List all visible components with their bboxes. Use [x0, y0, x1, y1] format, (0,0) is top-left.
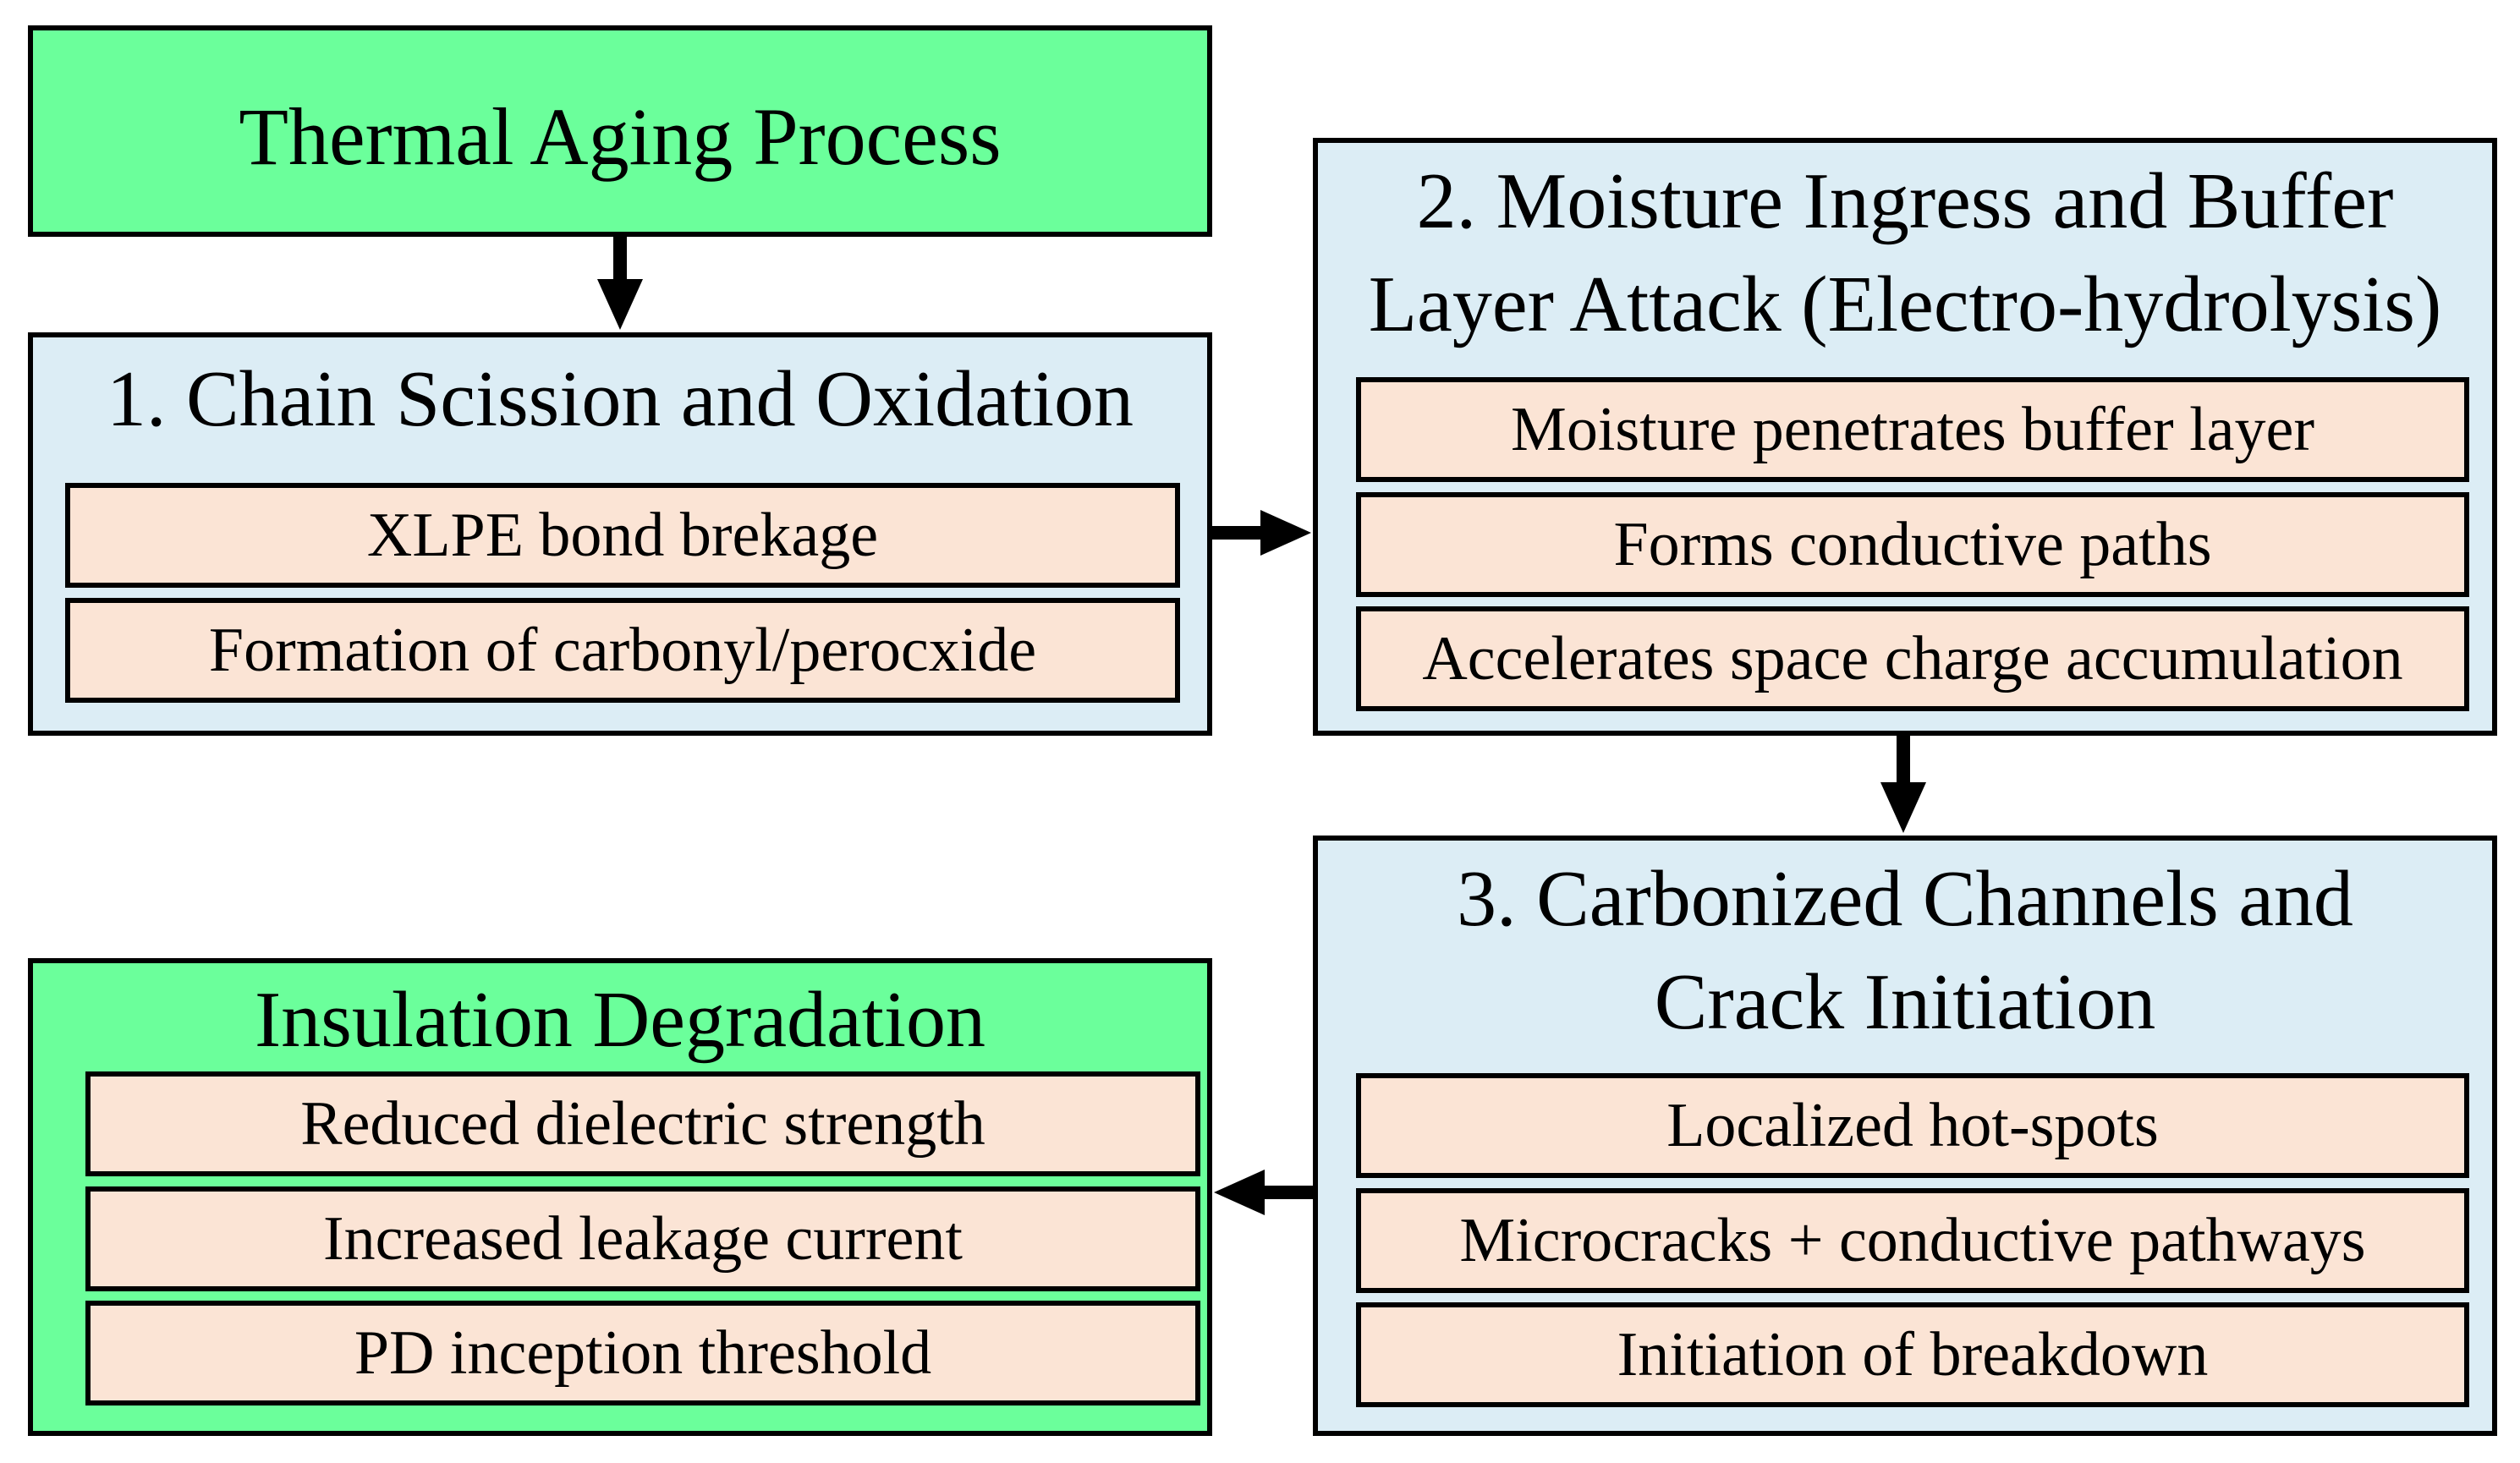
- degradation-item: Reduced dielectric strength: [85, 1071, 1200, 1176]
- stage1-item: Formation of carbonyl/perocxide: [65, 598, 1180, 703]
- stage2-title: 2. Moisture Ingress and Buffer Layer Att…: [1318, 150, 2492, 356]
- stage1-item: XLPE bond brekage: [65, 483, 1180, 588]
- stage2-title-line: 2. Moisture Ingress and Buffer: [1416, 157, 2394, 245]
- insulation-degradation-node: Insulation Degradation Reduced dielectri…: [28, 958, 1212, 1436]
- stage2-item: Moisture penetrates buffer layer: [1356, 377, 2469, 482]
- stage3-node: 3. Carbonized Channels and Crack Initiat…: [1313, 836, 2497, 1436]
- thermal-aging-node: Thermal Aging Process: [28, 25, 1212, 237]
- stage3-item: Microcracks + conductive pathways: [1356, 1188, 2469, 1293]
- arrow-head: [1880, 782, 1926, 833]
- stage3-title-line: Crack Initiation: [1654, 958, 2156, 1047]
- stage3-item: Initiation of breakdown: [1356, 1302, 2469, 1407]
- stage3-item: Localized hot-spots: [1356, 1073, 2469, 1178]
- stage2-node: 2. Moisture Ingress and Buffer Layer Att…: [1313, 138, 2497, 736]
- degradation-item: PD inception threshold: [85, 1301, 1200, 1405]
- stage3-title-line: 3. Carbonized Channels and: [1457, 855, 2353, 943]
- stage1-node: 1. Chain Scission and Oxidation XLPE bon…: [28, 332, 1212, 736]
- stage3-title: 3. Carbonized Channels and Crack Initiat…: [1318, 847, 2492, 1054]
- stage1-title: 1. Chain Scission and Oxidation: [106, 355, 1134, 443]
- insulation-degradation-title: Insulation Degradation: [254, 976, 986, 1064]
- stage2-item: Accelerates space charge accumulation: [1356, 606, 2469, 711]
- arrow-head: [1214, 1170, 1265, 1215]
- stage2-item: Forms conductive paths: [1356, 492, 2469, 597]
- degradation-item: Increased leakage current: [85, 1186, 1200, 1291]
- stage2-title-line: Layer Attack (Electro-hydrolysis): [1368, 260, 2442, 349]
- arrow-head: [1260, 510, 1311, 556]
- thermal-aging-title: Thermal Aging Process: [239, 91, 1002, 182]
- arrow-head: [597, 279, 643, 330]
